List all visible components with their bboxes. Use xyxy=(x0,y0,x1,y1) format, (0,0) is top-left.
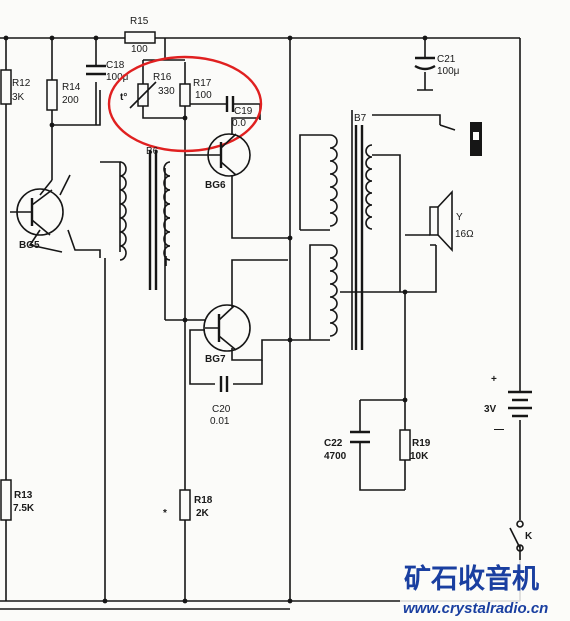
junction-dots xyxy=(3,35,428,604)
battery-voltage: 3V xyxy=(484,404,497,415)
resistor-r13 xyxy=(0,479,12,521)
c20-ref: C20 xyxy=(212,404,231,415)
r17-ref: R17 xyxy=(193,78,212,89)
r13-ref: R13 xyxy=(14,490,33,501)
r17-value: 100 xyxy=(195,90,212,101)
r16-temp-mark: t° xyxy=(120,92,127,103)
watermark-site-name: 矿石收音机 xyxy=(404,563,539,595)
transistor-bg6 xyxy=(207,133,251,177)
c19-value: 0.0 xyxy=(232,118,246,129)
speaker-icon xyxy=(429,189,453,253)
bg6-ref: BG6 xyxy=(205,180,226,191)
c22-value: 4700 xyxy=(324,451,347,462)
highlight-circle xyxy=(107,55,263,153)
c18-ref: C18 xyxy=(106,60,125,71)
capacitor-c20 xyxy=(219,376,229,392)
switch-ref: K xyxy=(525,531,533,542)
jack-icon xyxy=(470,122,482,156)
c21-ref: C21 xyxy=(437,54,456,65)
speaker-value: 16Ω xyxy=(455,229,474,240)
resistor-r19 xyxy=(399,429,411,461)
battery-minus: — xyxy=(494,424,504,435)
r18-mark: * xyxy=(163,508,167,519)
resistor-r12 xyxy=(0,69,12,105)
r14-value: 200 xyxy=(62,95,79,106)
watermark-url: www.crystalradio.cn xyxy=(403,600,548,617)
r12-ref: R12 xyxy=(12,78,31,89)
r13-value: 7.5K xyxy=(13,503,35,514)
transformer-b7 xyxy=(329,125,373,350)
r19-value: 10K xyxy=(410,451,429,462)
resistor-r14 xyxy=(46,79,58,111)
resistor-r17 xyxy=(179,83,191,107)
r19-ref: R19 xyxy=(412,438,431,449)
transistor-bg5 xyxy=(10,188,64,236)
bg7-ref: BG7 xyxy=(205,354,226,365)
wiring xyxy=(0,37,521,610)
resistor-r15 xyxy=(124,31,156,44)
bg5-ref: BG5 xyxy=(19,240,40,251)
r18-ref: R18 xyxy=(194,495,213,506)
capacitor-c19 xyxy=(225,96,235,112)
r14-ref: R14 xyxy=(62,82,81,93)
transformer-b6 xyxy=(119,150,171,290)
battery-icon xyxy=(508,390,532,418)
c18-value: 100μ xyxy=(106,72,129,83)
resistor-r18 xyxy=(179,489,191,521)
r16-value: 330 xyxy=(158,86,175,97)
switch-icon xyxy=(509,520,524,552)
r15-ref: R15 xyxy=(130,16,149,27)
r16-ref: R16 xyxy=(153,72,172,83)
speaker-ref: Y xyxy=(456,212,463,223)
c19-ref: C19 xyxy=(234,106,253,117)
transistor-bg7 xyxy=(203,304,251,352)
c21-value: 100μ xyxy=(437,66,460,77)
battery-plus: + xyxy=(491,374,497,385)
capacitor-c22 xyxy=(350,430,370,444)
capacitor-c21 xyxy=(414,56,436,71)
b7-ref: B7 xyxy=(354,113,367,124)
capacitor-c18 xyxy=(86,64,106,76)
r18-value: 2K xyxy=(196,508,210,519)
watermark: 矿石收音机 www.crystalradio.cn xyxy=(400,560,570,621)
r12-value: 3K xyxy=(12,92,25,103)
thermistor-r16 xyxy=(129,81,157,109)
r15-value: 100 xyxy=(131,44,148,55)
c20-value: 0.01 xyxy=(210,416,230,427)
c22-ref: C22 xyxy=(324,438,343,449)
b6-ref: B6 xyxy=(146,146,159,157)
